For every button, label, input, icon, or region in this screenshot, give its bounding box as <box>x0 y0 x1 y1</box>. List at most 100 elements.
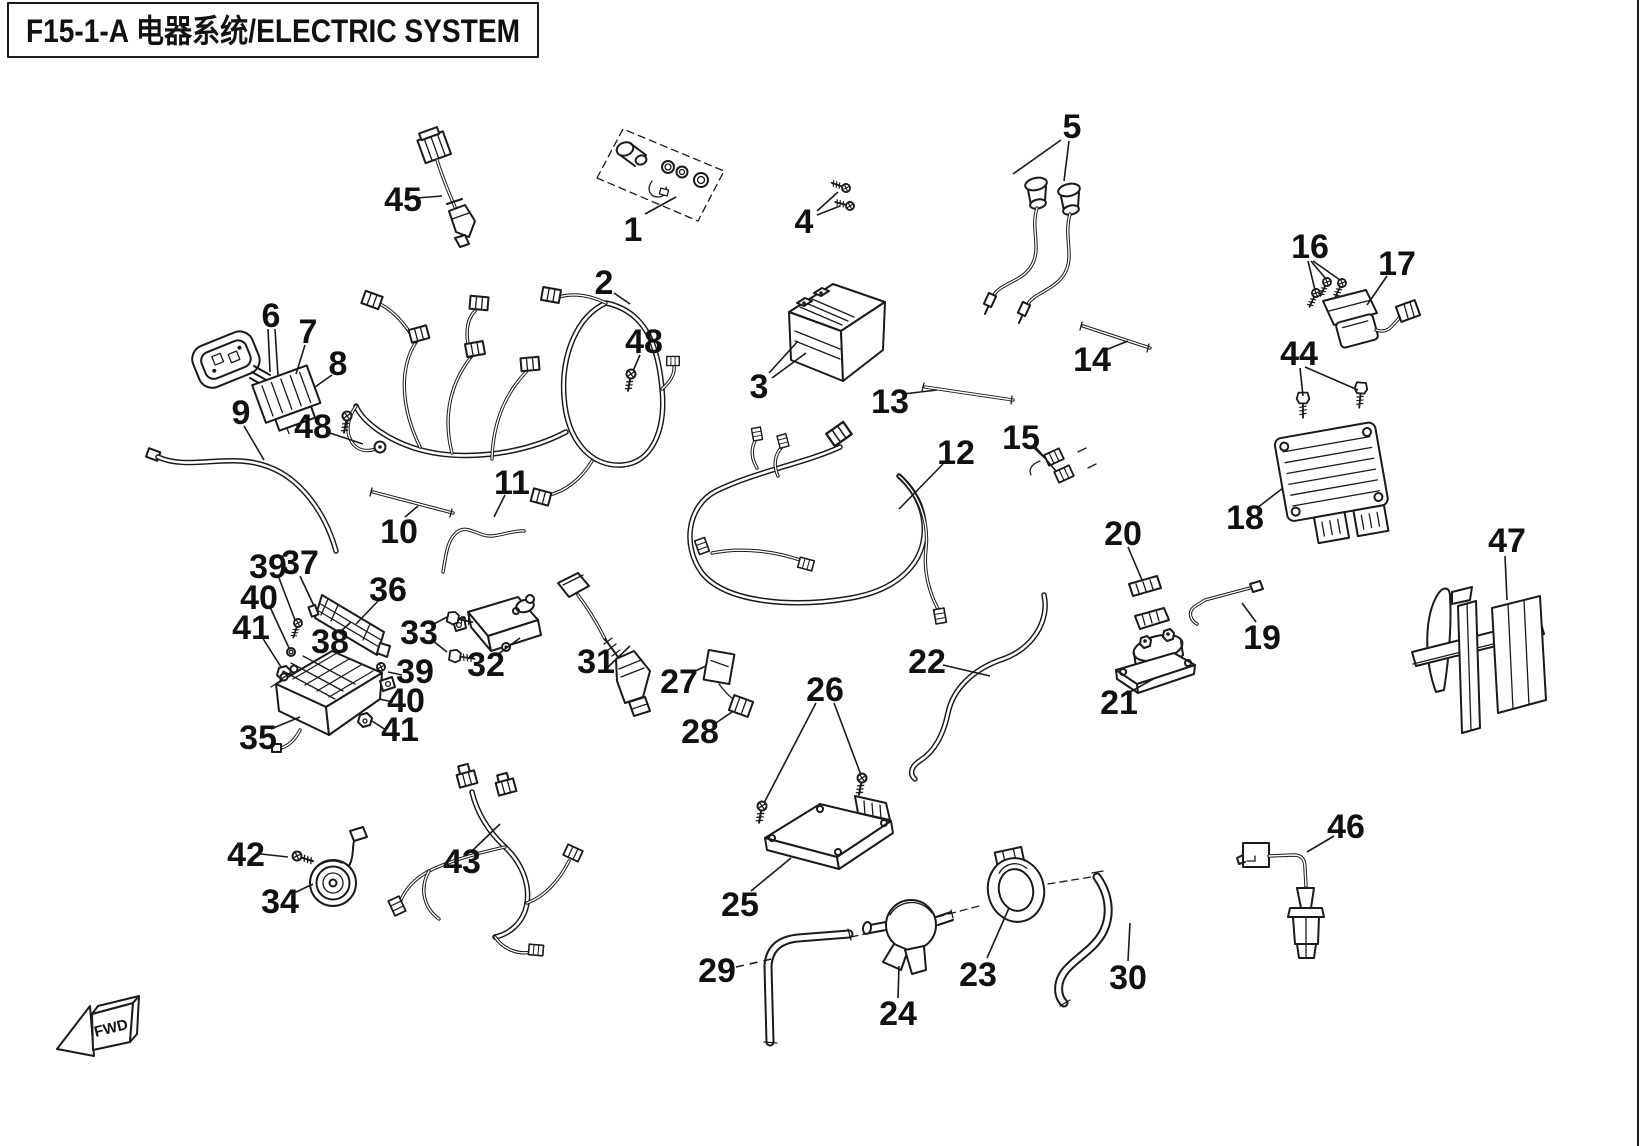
part-2-main-harness <box>346 286 680 507</box>
part-21-starter-relay <box>1115 607 1196 694</box>
leader-line-part-39 <box>278 577 296 621</box>
leader-line-part-36 <box>355 599 380 625</box>
leader-lines <box>243 139 1508 999</box>
part-11-cable <box>441 527 526 574</box>
leader-line-part-28 <box>712 711 733 726</box>
part-31-spark-plug-cable <box>557 572 651 717</box>
part-label-4: 4 <box>795 203 814 241</box>
part-18-regulator <box>1273 421 1390 545</box>
leader-line-part-34 <box>293 883 314 894</box>
part-label-21: 21 <box>1100 684 1138 722</box>
leader-line-part-16 <box>1310 260 1327 280</box>
leader-line-part-38 <box>340 621 352 632</box>
part-29-hose <box>763 928 854 1047</box>
leader-line-part-43 <box>472 823 501 851</box>
fwd-marker: FWD <box>56 995 140 1057</box>
leader-line-part-46 <box>1306 835 1335 853</box>
leader-line-part-41 <box>371 720 387 731</box>
leader-line-part-5 <box>1063 140 1070 182</box>
leader-line-part-8 <box>314 374 333 388</box>
leader-line-part-40 <box>269 606 290 649</box>
part-label-35: 35 <box>239 719 277 757</box>
leader-line-part-22 <box>942 664 991 677</box>
leader-line-part-26 <box>763 702 817 804</box>
part-label-6: 6 <box>262 297 281 335</box>
part-label-43: 43 <box>443 843 481 881</box>
leader-line-part-18 <box>1256 487 1284 509</box>
part-12-sub-harness <box>687 420 948 625</box>
leader-line-part-15 <box>1032 443 1057 472</box>
leader-line-part-33 <box>431 639 448 653</box>
diagram-artwork: FWD <box>56 126 1547 1057</box>
leader-line-part-33 <box>431 616 448 626</box>
leader-line-part-35 <box>270 716 301 730</box>
part-14-rod <box>1079 321 1152 353</box>
part-19-bracket <box>1188 580 1264 626</box>
part-label-26: 26 <box>806 671 844 709</box>
part-44-bolts <box>1295 381 1369 419</box>
part-label-7: 7 <box>299 313 318 351</box>
part-label-36: 36 <box>369 571 407 609</box>
part-label-44: 44 <box>1280 335 1318 373</box>
part-32-ignition-coil <box>452 594 542 652</box>
leader-line-part-1 <box>644 196 677 215</box>
part-label-3: 3 <box>750 368 769 406</box>
part-label-48: 48 <box>625 323 663 361</box>
part-43-branch-harness <box>387 762 584 957</box>
leader-line-part-41 <box>261 636 282 668</box>
part-label-45: 45 <box>384 181 422 219</box>
part-34-horn <box>309 826 368 907</box>
part-label-8: 8 <box>329 345 348 383</box>
part-label-46: 46 <box>1327 808 1365 846</box>
leader-line-part-45 <box>416 195 443 199</box>
part-label-5: 5 <box>1063 108 1082 146</box>
part-label-30: 30 <box>1109 959 1147 997</box>
leader-line-part-27 <box>690 665 707 674</box>
part-label-24: 24 <box>879 995 917 1033</box>
part-45-spark-plug-cap <box>416 126 476 248</box>
leader-line-part-2 <box>613 292 631 305</box>
part-30-hose <box>1054 870 1113 1008</box>
leader-line-part-16 <box>1312 260 1341 281</box>
part-42-bolt <box>290 849 316 867</box>
part-9-cable <box>144 447 339 554</box>
part-label-12: 12 <box>937 434 975 472</box>
leader-line-part-29 <box>735 957 777 968</box>
part-label-22: 22 <box>908 643 946 681</box>
part-label-15: 15 <box>1002 419 1040 457</box>
part-17-flasher-relay <box>1322 289 1422 349</box>
part-label-9: 9 <box>232 394 251 432</box>
leader-line-part-48 <box>326 431 364 445</box>
leader-line-part-26 <box>833 702 862 776</box>
part-label-34: 34 <box>261 883 299 921</box>
leader-line-part-16 <box>1307 260 1316 291</box>
leader-line-part-47 <box>1504 555 1508 601</box>
part-5-indicator-bulbs <box>982 176 1081 324</box>
leader-line-part-6 <box>267 328 271 373</box>
part-35-fuse-box <box>270 650 396 753</box>
part-3-battery <box>788 283 886 382</box>
leader-line-part-20 <box>1127 546 1143 581</box>
part-label-10: 10 <box>380 513 418 551</box>
part-label-40: 40 <box>387 682 425 720</box>
leader-line-part-44 <box>1299 367 1304 397</box>
part-25-ecu <box>764 795 894 870</box>
part-label-29: 29 <box>698 952 736 990</box>
part-label-23: 23 <box>959 956 997 994</box>
part-label-38: 38 <box>311 623 349 661</box>
part-label-18: 18 <box>1226 499 1264 537</box>
part-label-2: 2 <box>595 264 614 302</box>
part-label-41: 41 <box>381 711 419 749</box>
leader-line-part-14 <box>1102 340 1129 352</box>
leader-line-part-19 <box>1241 602 1257 623</box>
leader-line-part-39 <box>387 671 403 676</box>
leader-line-part-48 <box>632 354 641 372</box>
leader-line-part-44 <box>1304 366 1359 391</box>
part-23-clamp-ring <box>986 845 1046 923</box>
leader-line-part-6 <box>274 328 279 377</box>
part-label-32: 32 <box>467 646 505 684</box>
leader-line-part-42 <box>260 853 289 858</box>
title-block: F15-1-A 电器系统/ELECTRIC SYSTEM <box>7 2 539 58</box>
